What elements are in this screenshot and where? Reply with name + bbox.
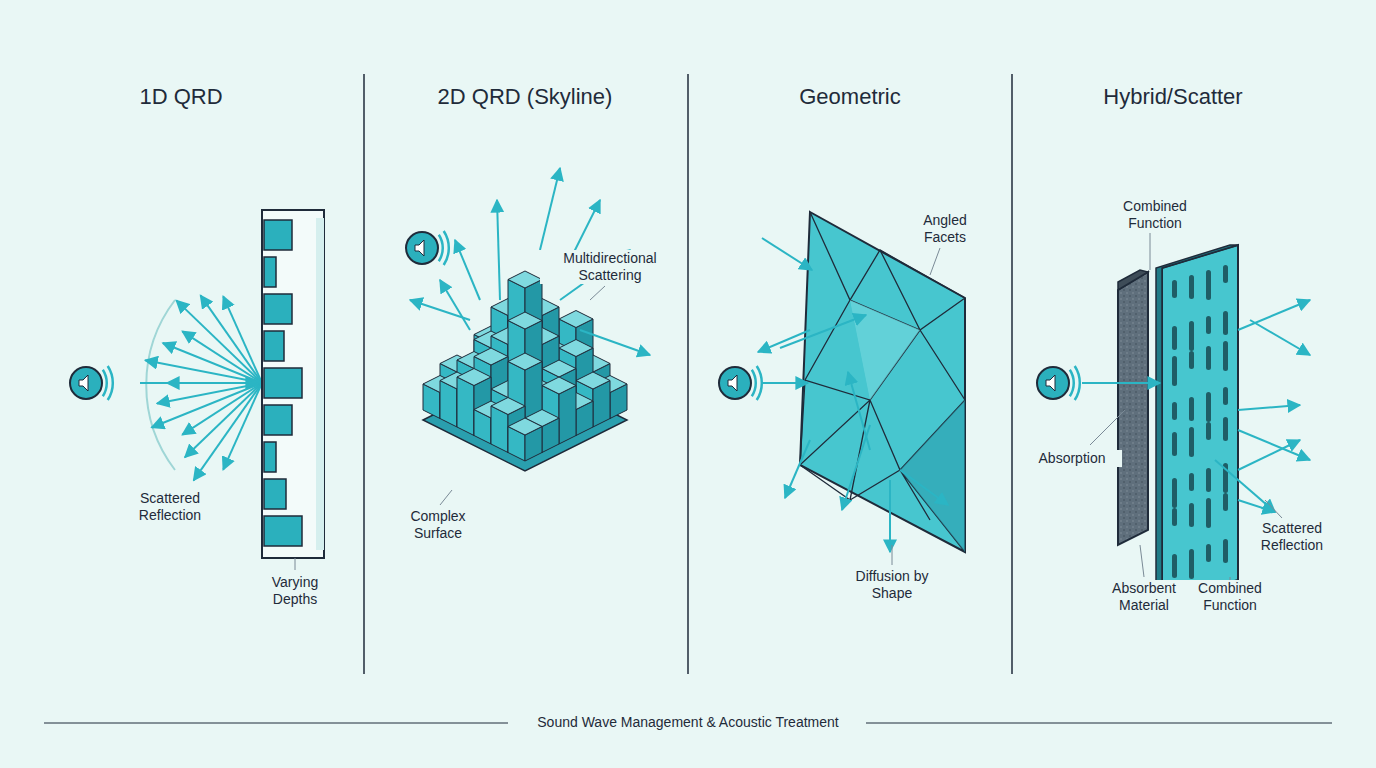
callout-label: Angled Facets	[905, 212, 985, 246]
qrd-well	[264, 405, 292, 435]
slot	[1189, 351, 1194, 369]
slot	[1172, 280, 1177, 298]
panel-title: Geometric	[750, 84, 950, 110]
qrd-well	[264, 294, 292, 324]
speaker-icon	[70, 366, 113, 400]
slot	[1172, 478, 1177, 508]
panel-title: 1D QRD	[81, 84, 281, 110]
scattered-ray	[145, 360, 262, 383]
slot	[1206, 346, 1211, 370]
slot	[1223, 417, 1228, 441]
qrd-well	[264, 331, 284, 361]
scattered-ray	[194, 383, 262, 480]
slot	[1223, 265, 1228, 283]
scattered-ray	[410, 300, 470, 320]
slot	[1206, 544, 1211, 562]
slot	[1189, 321, 1194, 351]
scattered-ray	[440, 280, 470, 330]
scattered-ray	[176, 300, 262, 383]
slot	[1172, 432, 1177, 456]
callout-label: Diffusion by Shape	[847, 568, 937, 602]
callout-label: Absorbent Material	[1099, 580, 1189, 614]
slot	[1206, 316, 1211, 334]
slot	[1223, 539, 1228, 563]
slot	[1189, 427, 1194, 457]
scattered-ray	[540, 168, 560, 250]
slot	[1172, 356, 1177, 386]
slot	[1172, 326, 1177, 350]
scattered-ray	[223, 383, 262, 470]
slot	[1223, 387, 1228, 405]
slot	[1223, 341, 1228, 371]
slot	[1172, 402, 1177, 420]
callout-label: Absorption	[1022, 450, 1122, 467]
qrd-well	[264, 220, 292, 250]
speaker-icon	[1037, 366, 1080, 400]
scattered-ray	[167, 382, 262, 384]
caption: Sound Wave Management & Acoustic Treatme…	[535, 714, 840, 731]
slot	[1189, 275, 1194, 299]
panel-title: Hybrid/Scatter	[1063, 84, 1283, 110]
qrd-well	[264, 516, 302, 546]
qrd-well	[264, 368, 302, 398]
slot	[1189, 503, 1194, 527]
callout-label: Scattered Reflection	[120, 490, 220, 524]
scattered-ray	[163, 343, 262, 383]
qrd-well	[264, 479, 286, 509]
speaker-icon	[406, 231, 449, 265]
panel-title: 2D QRD (Skyline)	[395, 84, 655, 110]
slot	[1223, 311, 1228, 335]
slot	[1189, 549, 1194, 579]
callout-label: Complex Surface	[393, 508, 483, 542]
slot	[1172, 508, 1177, 526]
slot	[1172, 554, 1177, 578]
callout-label: Combined Function	[1105, 198, 1205, 232]
scattered-ray	[580, 330, 650, 355]
slot	[1206, 422, 1211, 440]
slot	[1206, 468, 1211, 492]
callout-label: Multidirectional Scattering	[540, 250, 680, 284]
callout-label: Varying Depths	[255, 574, 335, 608]
qrd-well	[264, 442, 276, 472]
scattered-ray	[455, 240, 480, 300]
slot	[1206, 498, 1211, 528]
slot	[1223, 493, 1228, 511]
slot	[1206, 270, 1211, 300]
slot	[1206, 392, 1211, 422]
qrd-well	[264, 257, 276, 287]
skyline-block	[508, 418, 542, 461]
callout-label: Combined Function	[1185, 580, 1275, 614]
slot	[1189, 397, 1194, 421]
slot	[1189, 473, 1194, 491]
speaker-icon	[719, 366, 762, 400]
scattered-ray	[185, 383, 262, 457]
scattered-ray	[497, 200, 500, 300]
callout-label: Scattered Reflection	[1242, 520, 1342, 554]
